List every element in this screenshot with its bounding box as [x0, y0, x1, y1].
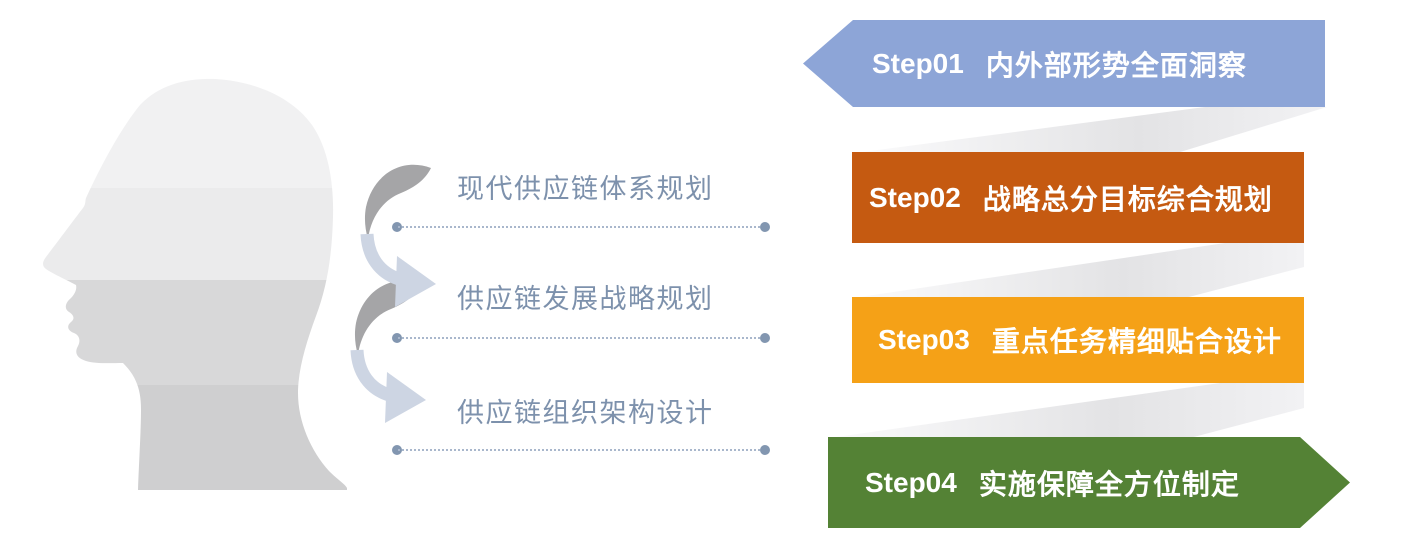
planning-label-2: 供应链发展战略规划: [457, 284, 714, 314]
step-title: 重点任务精细贴合设计: [991, 326, 1282, 357]
head-band-4: [43, 385, 347, 491]
dashed-rule: [398, 226, 764, 228]
step-number: Step02: [869, 181, 961, 213]
fold-ribbon-3: [829, 383, 1304, 438]
dotted-line-2: [392, 332, 770, 344]
curved-arrow-light-bottom-icon: [357, 350, 426, 423]
dotted-line-1: [392, 221, 770, 233]
step-title: 战略总分目标综合规划: [982, 183, 1273, 215]
line-end-dot-left: [392, 445, 402, 455]
step-banner-2: Step02 战略总分目标综合规划: [852, 152, 1304, 243]
head-band-2: [43, 188, 347, 280]
fold-ribbon-2: [853, 243, 1304, 298]
head-silhouette: [43, 78, 347, 491]
line-end-dot-left: [392, 333, 402, 343]
line-end-dot-right: [760, 333, 770, 343]
line-end-dot-right: [760, 222, 770, 232]
step-title: 内外部形势全面洞察: [985, 49, 1247, 81]
line-end-dot-left: [392, 222, 402, 232]
step-banner-3: Step03 重点任务精细贴合设计: [852, 297, 1304, 383]
step-number: Step03: [878, 324, 970, 355]
fold-ribbon-1: [855, 107, 1327, 153]
step-number: Step04: [865, 466, 957, 498]
head-band-1: [43, 78, 347, 188]
planning-label-3: 供应链组织架构设计: [457, 398, 714, 428]
head-band-3: [43, 280, 347, 385]
planning-label-1: 现代供应链体系规划: [457, 174, 714, 204]
step-banner-4: Step04 实施保障全方位制定: [828, 437, 1350, 528]
step-number: Step01: [872, 47, 964, 79]
dashed-rule: [398, 337, 764, 339]
step-banner-1: Step01 内外部形势全面洞察: [803, 20, 1325, 107]
curved-arrows: [345, 164, 455, 425]
step-title: 实施保障全方位制定: [978, 468, 1240, 500]
dashed-rule: [398, 449, 764, 451]
dotted-line-3: [392, 444, 770, 456]
line-end-dot-right: [760, 445, 770, 455]
